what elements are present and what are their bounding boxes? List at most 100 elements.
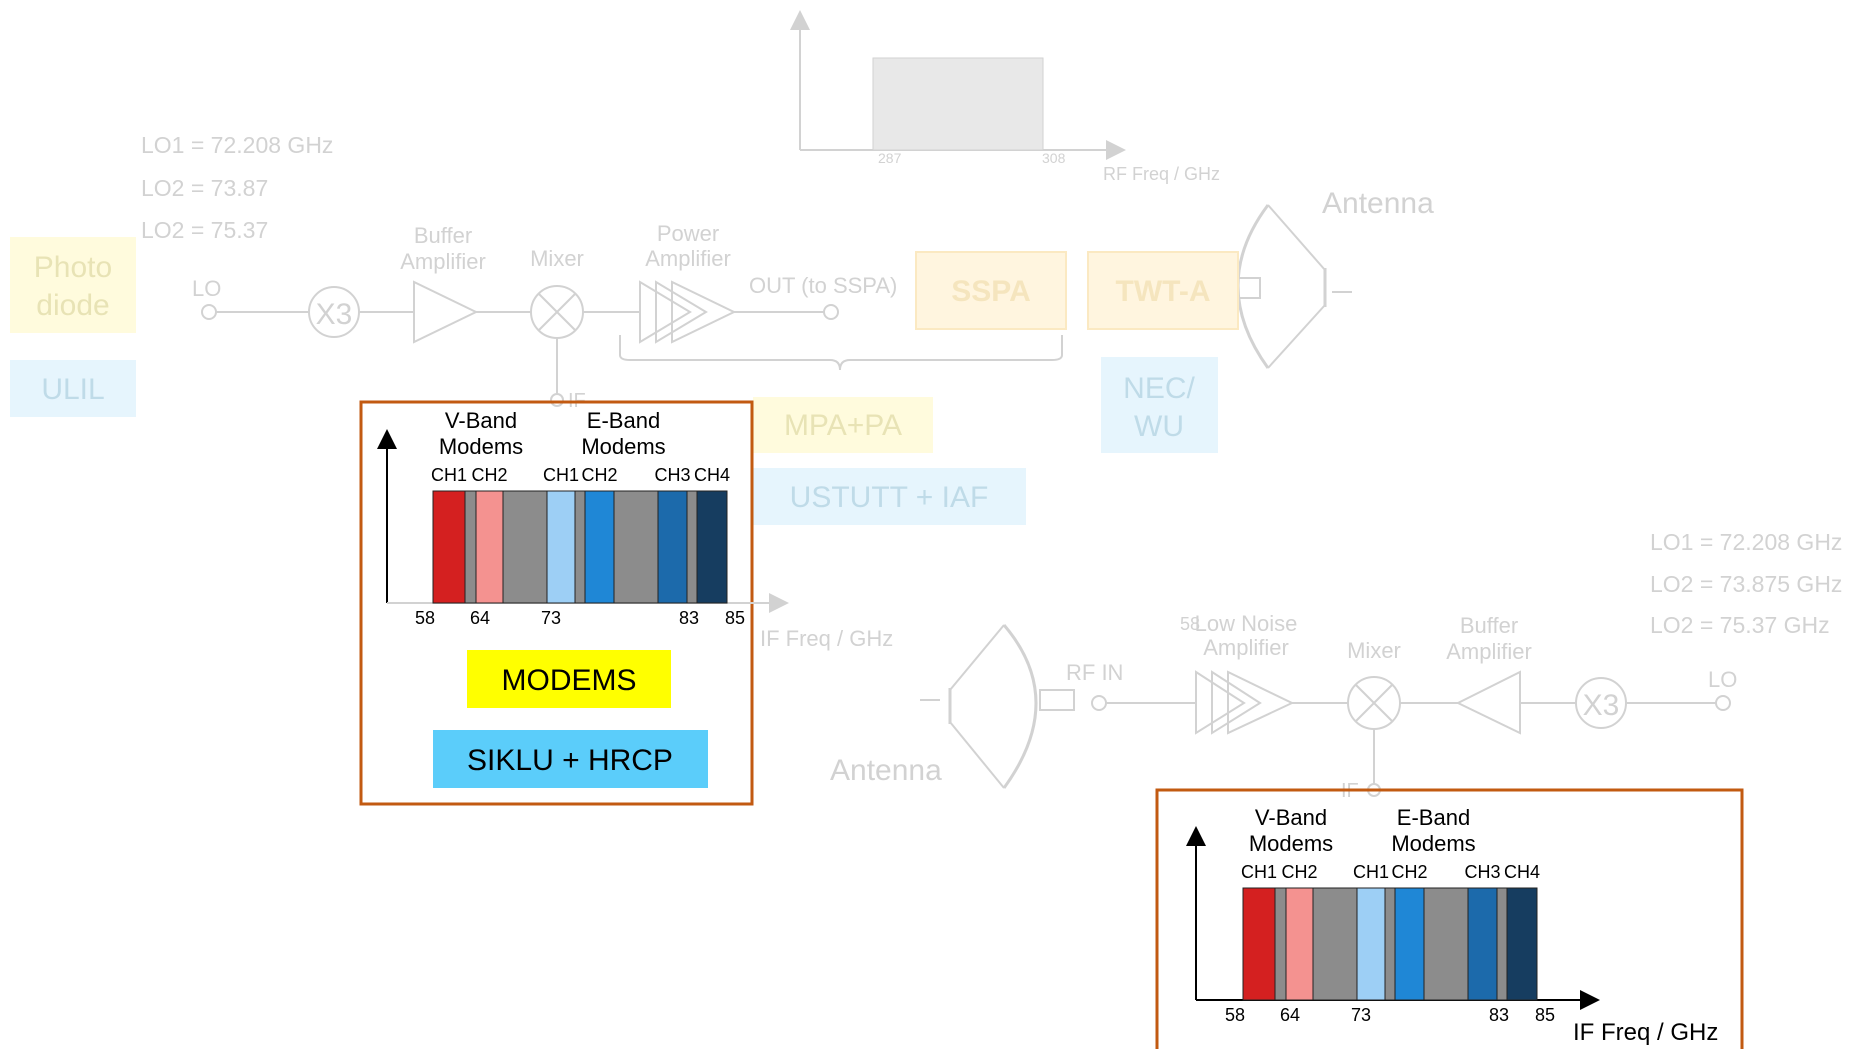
svg-text:NEC/: NEC/	[1123, 372, 1195, 405]
partners-label: SIKLU + HRCP	[467, 744, 673, 777]
rx-lna-overlap: 58	[1180, 614, 1200, 634]
channel-label: CH2	[471, 465, 507, 485]
band-segment	[1506, 887, 1538, 1001]
tick-label: 58	[1225, 1005, 1245, 1025]
tx-antenna	[1236, 204, 1352, 369]
svg-text:MPA+PA: MPA+PA	[784, 409, 902, 442]
tag-ustutt	[753, 468, 1026, 525]
tag-mpa-pa	[753, 397, 933, 453]
channel-label: CH1	[431, 465, 467, 485]
group-label: Modems	[1391, 831, 1475, 856]
channel-label: CH2	[581, 465, 617, 485]
rx-if-axis-label: IF Freq / GHz	[760, 626, 893, 651]
group-label: V-Band	[445, 408, 517, 433]
band-segment	[1274, 887, 1287, 1001]
band-segment	[1384, 887, 1396, 1001]
band-segment	[502, 490, 548, 604]
band-segment	[1285, 887, 1314, 1001]
tick-label: 83	[1489, 1005, 1509, 1025]
tag-photodiode	[10, 237, 136, 333]
rx-multiplier-label: X3	[1583, 689, 1620, 722]
tx-buffer-amp	[413, 280, 479, 344]
tx-lo-port	[201, 304, 217, 320]
tick-label: 73	[1351, 1005, 1371, 1025]
rx-rf-in-port	[1091, 695, 1107, 711]
band-segment	[1394, 887, 1425, 1001]
modems-label: MODEMS	[502, 664, 637, 697]
partner-tags: Photo diode ULIL SSPA TWT-A MPA+PA USTUT…	[10, 237, 1239, 525]
rx-buffer-amp	[1455, 670, 1521, 735]
group-label: Modems	[581, 434, 665, 459]
rx-antenna-label: Antenna	[830, 754, 942, 787]
svg-text:ULIL: ULIL	[41, 373, 104, 406]
receiver-highlight-box	[1155, 788, 1744, 1049]
band-segment	[686, 490, 698, 604]
band-segment	[1312, 887, 1358, 1001]
tx-buffer-label-1: Buffer	[414, 223, 472, 248]
channel-label: CH1	[543, 465, 579, 485]
band-segment	[696, 490, 728, 604]
band-segment	[1423, 887, 1469, 1001]
rx-lo-setting-2: LO2 = 73.875 GHz	[1650, 571, 1842, 597]
channel-label: CH4	[1504, 862, 1540, 882]
band-segment	[613, 490, 659, 604]
transmitter-chain: LO1 = 72.208 GHz LO2 = 73.87 LO2 = 75.37…	[141, 132, 1434, 412]
svg-text:diode: diode	[36, 289, 109, 322]
tx-lo-label: LO	[192, 276, 221, 301]
channel-label: CH1	[1353, 862, 1389, 882]
channel-label: CH1	[1241, 862, 1277, 882]
svg-text:USTUTT + IAF: USTUTT + IAF	[790, 481, 989, 514]
tx-lo-setting-1: LO1 = 72.208 GHz	[141, 132, 333, 158]
tick-label: 73	[541, 608, 561, 628]
group-label: Modems	[1249, 831, 1333, 856]
rx-lo-port	[1715, 695, 1731, 711]
band-segment	[584, 490, 615, 604]
tx-out-port	[823, 304, 839, 320]
group-label: Modems	[439, 434, 523, 459]
group-label: E-Band	[1397, 805, 1470, 830]
rf-axis-label: RF Freq / GHz	[1103, 164, 1220, 184]
tx-antenna-label: Antenna	[1322, 187, 1434, 220]
rf-band-block	[872, 57, 1044, 151]
tx-power-label-2: Amplifier	[645, 246, 731, 271]
svg-text:WU: WU	[1134, 410, 1184, 443]
rx-mixer-label: Mixer	[1347, 638, 1401, 663]
band-segment	[1242, 887, 1276, 1001]
tag-nec	[1101, 357, 1218, 453]
rx-lo-label: LO	[1708, 667, 1737, 692]
channel-label: CH3	[1464, 862, 1500, 882]
tx-lo-setting-3: LO2 = 75.37	[141, 217, 268, 243]
tx-power-label-1: Power	[657, 221, 719, 246]
svg-text:Photo: Photo	[34, 251, 112, 284]
group-label: E-Band	[587, 408, 660, 433]
rf-tick-high: 308	[1042, 150, 1066, 166]
tx-buffer-label-2: Amplifier	[400, 249, 486, 274]
tx-lo-setting-2: LO2 = 73.87	[141, 175, 268, 201]
tx-out-label: OUT (to SSPA)	[749, 273, 897, 298]
tick-label: 64	[1280, 1005, 1300, 1025]
modems-label-box	[467, 650, 671, 708]
rx-rf-in-label: RF IN	[1066, 660, 1123, 685]
tick-label: 64	[470, 608, 490, 628]
partners-label-box	[433, 730, 708, 788]
rf-spectrum-plot: 287 308 RF Freq / GHz	[790, 10, 1220, 184]
rx-buffer-label-1: Buffer	[1460, 613, 1518, 638]
rx-lna-label-1: Low Noise	[1195, 611, 1298, 636]
band-segment	[475, 490, 504, 604]
tick-label: 85	[725, 608, 745, 628]
rx-lna	[1195, 670, 1246, 735]
x-axis-label: IF Freq / GHz	[1573, 1019, 1718, 1046]
channel-label: CH4	[694, 465, 730, 485]
tx-multiplier-label: X3	[316, 298, 353, 331]
tick-label: 83	[679, 608, 699, 628]
tag-ulil	[10, 360, 136, 417]
tag-twta	[1087, 251, 1239, 330]
band-segment	[464, 490, 477, 604]
channel-label: CH2	[1281, 862, 1317, 882]
group-label: V-Band	[1255, 805, 1327, 830]
channel-label: CH2	[1391, 862, 1427, 882]
band-segment	[657, 490, 688, 604]
